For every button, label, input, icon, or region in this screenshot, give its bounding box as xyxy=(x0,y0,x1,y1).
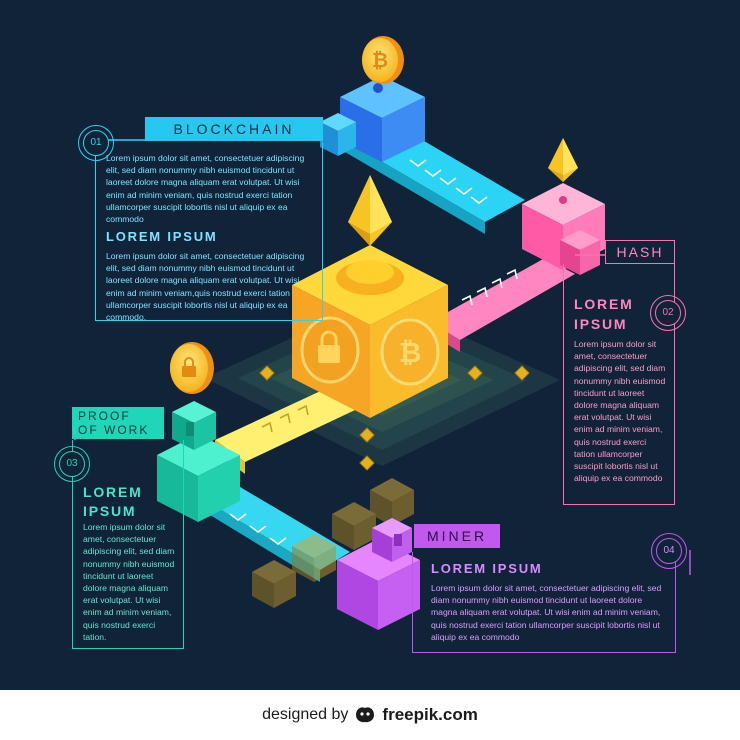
designed-by-label: designed by xyxy=(262,706,349,723)
proof-of-work-cube xyxy=(157,401,240,522)
ethereum-diamond-large xyxy=(348,175,392,246)
blockchain-body-2: Lorem ipsum dolor sit amet, consectetuer… xyxy=(106,251,305,323)
ethereum-diamond-small xyxy=(548,138,578,182)
hash-cube xyxy=(522,183,605,275)
hash-body: Lorem ipsum dolor sit amet, consectetuer… xyxy=(574,339,666,484)
hash-number: 02 xyxy=(655,300,681,326)
miner-tag: MINER xyxy=(414,524,500,548)
bitcoin-coin-top: ₿ xyxy=(362,36,404,84)
svg-text:₿: ₿ xyxy=(372,50,388,72)
mining-boxes xyxy=(252,478,414,608)
proof-of-work-number-ring xyxy=(54,446,90,482)
blockchain-cube xyxy=(320,76,425,162)
proof-of-work-panel xyxy=(72,440,184,649)
miner-panel xyxy=(412,552,676,653)
proof-of-work-body: Lorem ipsum dolor sit amet, consectetuer… xyxy=(83,522,175,642)
blockchain-number: 01 xyxy=(83,130,109,156)
hash-heading: LOREM IPSUM xyxy=(574,296,634,332)
freepik-brand[interactable]: freepik.com xyxy=(382,705,478,724)
hash-tag: HASH xyxy=(605,240,675,264)
blockchain-heading: LOREM IPSUM xyxy=(106,229,218,244)
small-gold-cubes xyxy=(259,365,530,471)
blockchain-body-1: Lorem ipsum dolor sit amet, consectetuer… xyxy=(106,153,305,225)
miner-cube xyxy=(337,518,420,630)
blockchain-number-ring xyxy=(78,125,114,161)
proof-of-work-tag: PROOF OF WORK xyxy=(72,407,164,439)
miner-number-ring xyxy=(651,533,687,569)
svg-text:₿: ₿ xyxy=(399,337,422,368)
lock-coin xyxy=(170,342,214,394)
hash-panel xyxy=(563,264,675,505)
proof-of-work-number: 03 xyxy=(59,451,85,477)
freepik-logo-icon xyxy=(356,707,375,723)
miner-number: 04 xyxy=(656,538,682,564)
miner-heading: LOREM IPSUM xyxy=(431,561,543,576)
proof-of-work-heading: LOREM IPSUM xyxy=(83,484,143,519)
blockchain-panel xyxy=(95,142,323,321)
central-block-cube: ₿ xyxy=(292,245,448,418)
pink-path xyxy=(430,258,575,352)
hash-number-ring xyxy=(650,295,686,331)
miner-body: Lorem ipsum dolor sit amet, consectetuer… xyxy=(431,583,662,642)
attribution-footer: designed by freepik.com xyxy=(0,690,740,740)
blockchain-tag: BLOCKCHAIN xyxy=(145,117,323,141)
